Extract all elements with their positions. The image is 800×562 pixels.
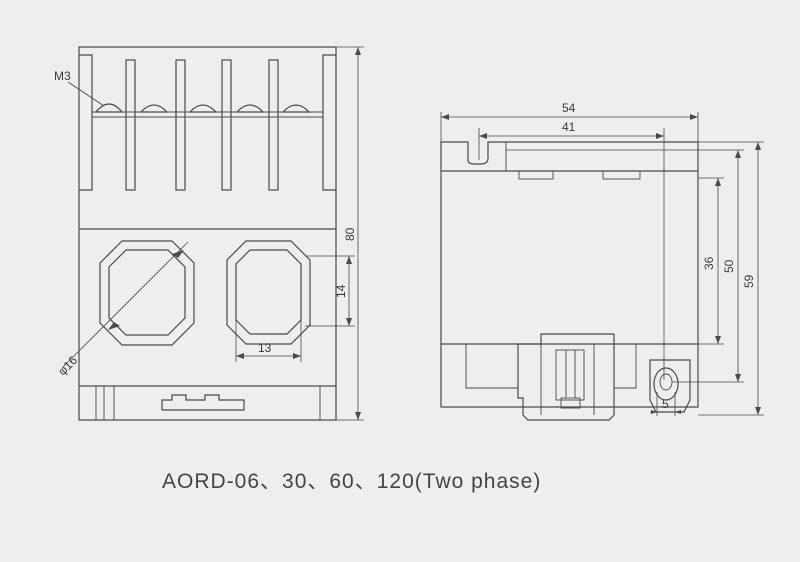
h50-label: 50 [722, 259, 736, 273]
hole-height-label: 14 [334, 284, 348, 298]
height-label: 80 [343, 227, 357, 241]
front-body-outline [78, 46, 337, 421]
terminal-left-wall [79, 54, 93, 191]
m3-leader [67, 81, 105, 107]
front-view: M3 φ16 14 13 [54, 46, 364, 421]
side-view: 54 41 36 50 59 5 [440, 101, 764, 421]
diameter-label: φ16 [55, 353, 80, 378]
screw-head [235, 104, 265, 113]
separator [221, 59, 232, 191]
screw-head [281, 104, 311, 113]
terminal-screws [92, 103, 323, 118]
caption: AORD-06、30、60、120(Two phase) [162, 470, 541, 493]
m3-label: M3 [54, 69, 71, 83]
screw-head [139, 104, 169, 113]
left-octagon-hole [99, 240, 195, 346]
separator [125, 59, 136, 191]
separator [268, 59, 279, 191]
mount-dim-label: 5 [662, 397, 669, 411]
screw-head [94, 103, 124, 113]
width41-label: 41 [562, 120, 576, 134]
front-base [79, 385, 336, 420]
terminal-right-wall [322, 54, 336, 191]
side-body-outline [440, 141, 699, 408]
width54-label: 54 [562, 101, 576, 115]
terminal-separators [125, 59, 279, 191]
h59-label: 59 [742, 274, 756, 288]
separator [175, 59, 186, 191]
right-octagon-hole [226, 240, 311, 345]
h36-label: 36 [702, 256, 716, 270]
din-rail-clip [517, 333, 615, 421]
diameter-dim-line [62, 241, 189, 368]
top-nub [518, 170, 554, 180]
hole-width-label: 13 [258, 341, 272, 355]
screw-head [188, 104, 218, 113]
mounting-ear [649, 359, 691, 413]
top-nub [602, 170, 641, 180]
